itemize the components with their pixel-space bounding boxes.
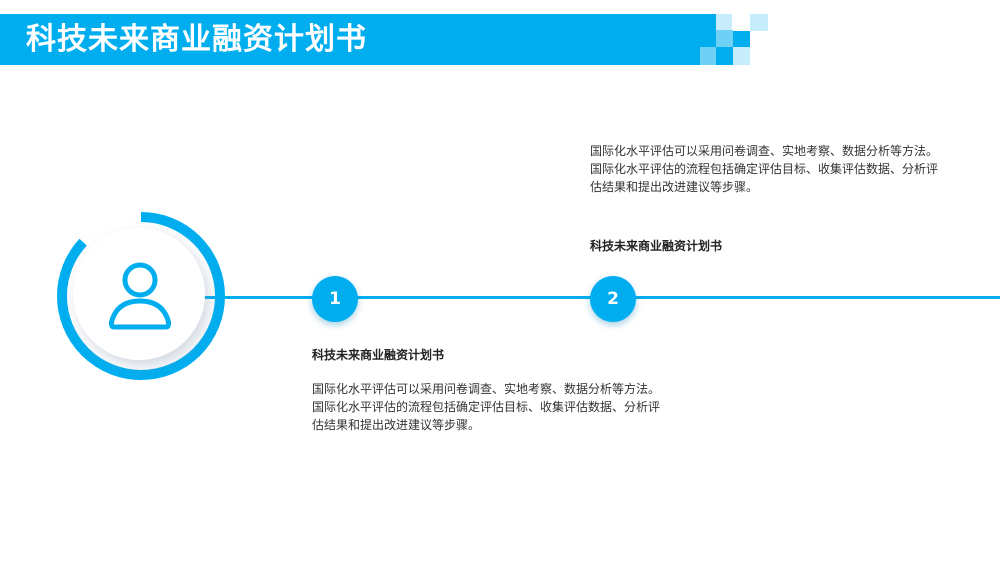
progress-ring <box>57 212 225 380</box>
step-marker-1: 1 <box>312 276 358 322</box>
decor-block <box>716 30 733 47</box>
decor-block <box>733 31 750 47</box>
decor-block <box>716 14 732 30</box>
avatar <box>57 212 225 380</box>
step-1-text: 国际化水平评估可以采用问卷调查、实地考察、数据分析等方法。 国际化水平评估的流程… <box>312 380 664 434</box>
decor-block <box>733 47 750 65</box>
decor-block <box>700 47 716 65</box>
step-marker-2: 2 <box>590 276 636 322</box>
step-2-text-line-1: 国际化水平评估可以采用问卷调查、实地考察、数据分析等方法。 <box>590 144 939 158</box>
step-2-text-line-2: 国际化水平评估的流程包括确定评估目标、收集评估数据、分析评估结果和提出改进建议等… <box>590 162 939 194</box>
step-1-text-line-2: 国际化水平评估的流程包括确定评估目标、收集评估数据、分析评估结果和提出改进建议等… <box>312 400 661 432</box>
decor-block <box>750 14 768 31</box>
step-2-text: 国际化水平评估可以采用问卷调查、实地考察、数据分析等方法。 国际化水平评估的流程… <box>590 142 942 196</box>
decor-block <box>700 14 716 30</box>
step-2-heading: 科技未来商业融资计划书 <box>590 239 723 253</box>
page-title: 科技未来商业融资计划书 <box>26 22 367 57</box>
decor-block <box>700 30 716 47</box>
decor-block <box>716 47 733 65</box>
step-1-text-line-1: 国际化水平评估可以采用问卷调查、实地考察、数据分析等方法。 <box>312 382 661 396</box>
user-icon <box>108 262 172 330</box>
header-bar <box>0 14 700 65</box>
step-1-heading: 科技未来商业融资计划书 <box>312 348 445 362</box>
